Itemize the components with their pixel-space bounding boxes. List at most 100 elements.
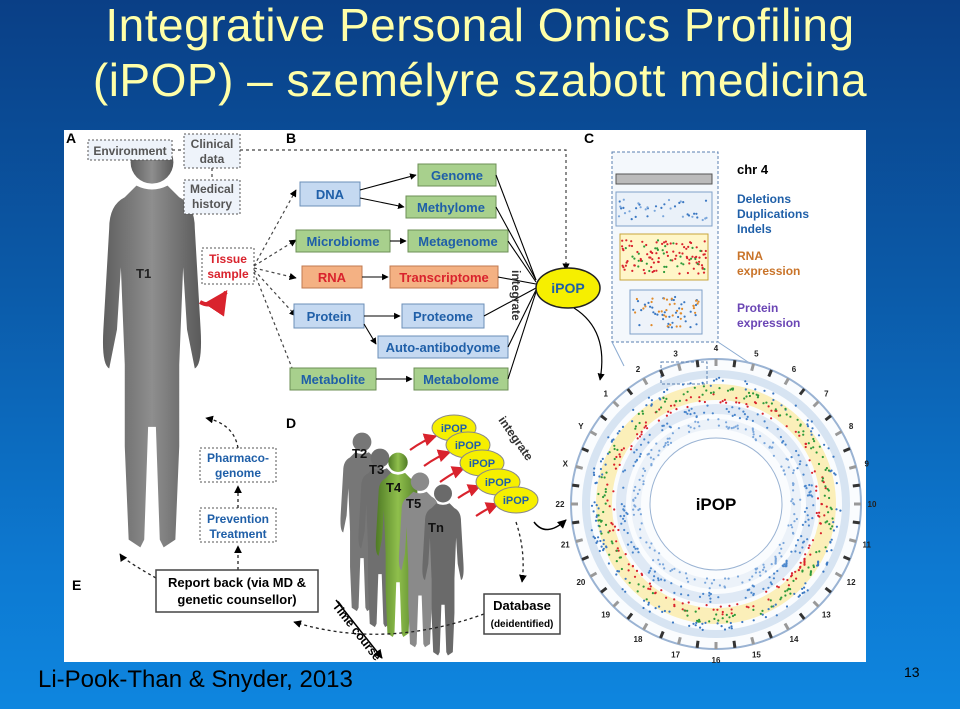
report-label-1: Report back (via MD &	[168, 575, 306, 590]
stack-to-circos-arrow	[533, 519, 567, 531]
integrate-label-b: integrate	[509, 270, 523, 321]
chromosome-label-1: 1	[603, 390, 608, 399]
chromosome-label-11: 11	[862, 540, 871, 549]
ipop-stack-1: iPOP	[441, 423, 467, 435]
ipop-stack-2: iPOP	[455, 440, 481, 452]
report-label-2: genetic counsellor)	[177, 592, 296, 607]
deletions-label: Deletions	[737, 192, 791, 206]
chromosome-label-7: 7	[824, 390, 829, 399]
timepoint-t4: T4	[386, 480, 402, 495]
integrate-label-d: integrate	[496, 414, 537, 464]
chromosome-label-y: Y	[578, 422, 584, 431]
panel-d-connectors	[119, 415, 527, 635]
panel-label-c: C	[584, 130, 594, 146]
methylome-label: Methylome	[417, 200, 485, 215]
ipop-stack-3: iPOP	[469, 458, 495, 470]
chromosome-label-21: 21	[561, 540, 570, 549]
chromosome-label-10: 10	[868, 500, 877, 509]
chromosome-label-4: 4	[714, 344, 719, 353]
chromosome-label-2: 2	[636, 365, 641, 374]
timepoint-t2: T2	[352, 446, 367, 461]
tissue-sample-box	[201, 247, 255, 285]
metabolite-label: Metabolite	[301, 372, 365, 387]
cnv-track	[615, 191, 713, 227]
page-number: 13	[904, 664, 920, 680]
ipop-oval	[535, 267, 601, 309]
microbiome-label: Microbiome	[307, 234, 380, 249]
database-label: Database	[493, 598, 551, 613]
label-t1: T1	[136, 266, 151, 281]
chr4-label: chr 4	[737, 162, 769, 177]
panel-label-b: B	[286, 130, 296, 146]
duplications-label: Duplications	[737, 207, 809, 221]
timepoint-t3: T3	[369, 462, 384, 477]
chromosome-label-5: 5	[754, 349, 759, 358]
proteome-label: Proteome	[413, 309, 473, 324]
ipop-stack-4: iPOP	[485, 477, 511, 489]
protein-label: Protein	[307, 309, 352, 324]
metagenome-label: Metagenome	[418, 234, 497, 249]
clinical-label-1: Clinical	[191, 137, 234, 151]
chromosome-label-19: 19	[601, 610, 610, 619]
autoantibodyome-label: Auto-antibodyome	[386, 340, 501, 355]
circos-center-label: iPOP	[696, 495, 737, 514]
circos-plot	[570, 358, 862, 650]
track-dots	[617, 198, 708, 329]
tissue-label-2: sample	[207, 267, 249, 281]
medical-label-1: Medical	[190, 182, 234, 196]
panel-label-e: E	[72, 577, 81, 593]
chromosome-label-6: 6	[792, 365, 797, 374]
ipop-stack-5: iPOP	[503, 495, 529, 507]
medical-label-2: history	[192, 197, 232, 211]
clinical-data-box	[183, 133, 241, 169]
treatment-label: Treatment	[209, 527, 266, 541]
pharmaco-label-1: Pharmaco-	[207, 451, 269, 465]
chromosome-label-9: 9	[864, 460, 869, 469]
rna-expression-label-2: expression	[737, 264, 800, 278]
chromosome-label-x: X	[563, 460, 569, 469]
chr4-ideogram	[615, 173, 713, 185]
database-box	[483, 593, 561, 635]
pharmacogenome-box	[199, 447, 277, 483]
panel-label-a: A	[66, 130, 76, 146]
chromosome-label-12: 12	[847, 578, 856, 587]
genome-label: Genome	[431, 168, 483, 183]
timepoint-t5: T5	[406, 496, 421, 511]
timepoint-tn: Tn	[428, 520, 444, 535]
rna-expression-label-1: RNA	[737, 249, 763, 263]
ipop-stack	[431, 414, 539, 514]
tissue-label-1: Tissue	[209, 252, 247, 266]
chromosome-label-15: 15	[752, 651, 761, 660]
chromosome-label-22: 22	[556, 500, 565, 509]
dna-label: DNA	[316, 187, 345, 202]
transcriptome-label: Transcriptome	[399, 270, 489, 285]
metabolome-label: Metabolome	[423, 372, 499, 387]
protein-expression-label-2: expression	[737, 316, 800, 330]
environment-label: Environment	[93, 144, 166, 158]
tissue-arrow	[199, 290, 228, 317]
report-back-box	[155, 569, 319, 613]
ipop-to-circos-arrow	[573, 307, 605, 381]
protein-expression-label-1: Protein	[737, 301, 778, 315]
pharmaco-label-2: genome	[215, 466, 261, 480]
circos-dots	[571, 359, 861, 649]
slide-title-line-2: (iPOP) – személyre szabott medicina	[92, 54, 868, 106]
proteome-box	[401, 303, 485, 329]
chromosome-label-17: 17	[671, 651, 680, 660]
ipop-oval-label: iPOP	[551, 280, 584, 296]
chromosome-label-20: 20	[576, 578, 585, 587]
dna-box	[299, 181, 361, 207]
prevention-label: Prevention	[207, 512, 269, 526]
panel-a-connectors	[172, 149, 570, 379]
ipop-figure: A B C D E T1 Environment Clinical data M…	[64, 130, 877, 665]
chromosome-label-16: 16	[712, 656, 721, 665]
rna-label: RNA	[318, 270, 347, 285]
chromosome-label-18: 18	[634, 635, 643, 644]
medical-history-box	[183, 179, 241, 215]
chromosome-label-13: 13	[822, 610, 831, 619]
clinical-label-2: data	[200, 152, 225, 166]
time-course-arrow	[335, 599, 383, 659]
slide-title-line-1: Integrative Personal Omics Profiling	[105, 0, 855, 51]
indels-label: Indels	[737, 222, 772, 236]
